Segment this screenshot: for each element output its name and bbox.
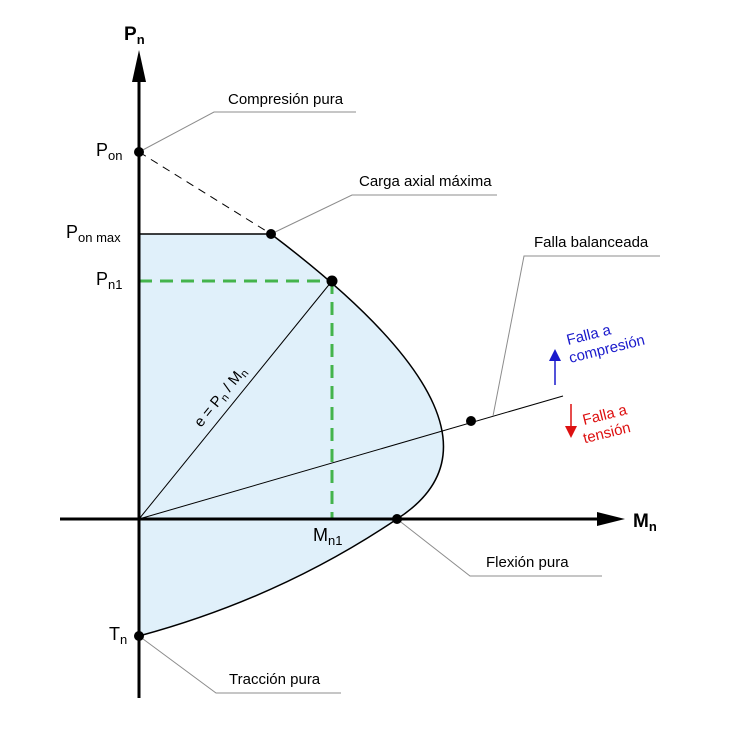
compression-label: Falla a compresión [563, 314, 647, 367]
pure-flexion-point [392, 514, 402, 524]
interaction-region [139, 234, 444, 636]
balanced-failure-line [138, 395, 564, 520]
interaction-curve [138, 233, 445, 637]
eccentricity-line [138, 280, 333, 520]
pon-point [134, 147, 144, 157]
flexion-pura-leader [396, 518, 602, 577]
falla-balanceada-leader [492, 255, 660, 417]
mn1-label: Mn1 [313, 525, 342, 548]
max-axial-point [266, 229, 276, 239]
compresion-pura-text: Compresión pura [228, 91, 344, 108]
pon-label: Pon [96, 140, 122, 163]
flexion-pura-text: Flexión pura [486, 554, 569, 571]
tn-label: Tn [109, 624, 127, 647]
carga-axial-maxima-text: Carga axial máxima [359, 173, 492, 190]
traccion-pura-leader [138, 635, 341, 694]
pn1-label: Pn1 [96, 269, 122, 292]
tn-point [134, 631, 144, 641]
x-axis-arrowhead [597, 512, 625, 526]
carga-axial-leader [270, 194, 497, 235]
ponmax-label: Pon max [66, 222, 121, 245]
falla-balanceada-text: Falla balanceada [534, 234, 649, 251]
compresion-pura-leader [138, 111, 356, 153]
y-axis-label: Pn [124, 24, 145, 47]
x-axis-label: Mn [633, 511, 657, 534]
pon-dashed-extension [138, 151, 272, 235]
y-axis-arrowhead [132, 50, 146, 82]
tension-label: Falla a tensión [577, 400, 637, 447]
traccion-pura-text: Tracción pura [229, 671, 321, 688]
pn1-mn1-point [326, 275, 338, 287]
balanced-point [466, 416, 476, 426]
